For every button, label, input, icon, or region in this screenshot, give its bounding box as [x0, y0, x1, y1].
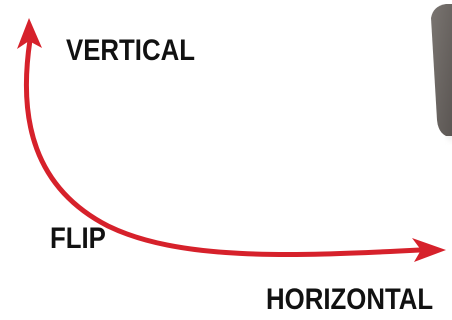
arrowhead-up-icon [17, 18, 42, 49]
arrowhead-right-icon [412, 238, 446, 262]
horizontal-label: HORIZONTAL [266, 283, 434, 316]
double-arrow [17, 18, 446, 262]
flip-arrow-curve [23, 37, 423, 257]
flip-label: FLIP [50, 222, 106, 255]
vertical-label: VERTICAL [66, 34, 195, 67]
partial-object [431, 4, 452, 142]
